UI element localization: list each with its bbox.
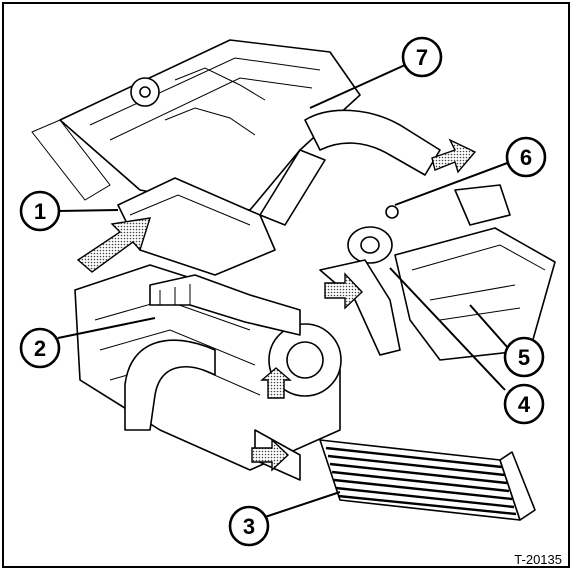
callout-6: 6 — [505, 136, 547, 178]
throttle-body — [319, 205, 401, 356]
leader-2 — [57, 317, 156, 339]
callout-6-label: 6 — [520, 145, 532, 170]
leader-4 — [389, 267, 506, 391]
callout-5-label: 5 — [518, 345, 530, 370]
leader-1 — [57, 209, 119, 212]
callout-2: 2 — [19, 327, 61, 369]
figure-reference-code: T-20135 — [514, 552, 562, 567]
callout-7: 7 — [401, 36, 443, 78]
airflow-arrow-icon — [260, 367, 292, 399]
callout-4: 4 — [503, 383, 545, 425]
figure-frame — [2, 2, 570, 568]
callout-4-label: 4 — [518, 392, 531, 417]
callout-1-label: 1 — [34, 199, 46, 224]
leader-lines — [57, 64, 511, 518]
callout-2-label: 2 — [34, 336, 46, 361]
callout-3: 3 — [228, 505, 270, 547]
leader-7 — [309, 64, 406, 109]
callout-3-label: 3 — [243, 514, 255, 539]
leader-6 — [394, 161, 511, 206]
leader-3 — [264, 491, 341, 518]
intercooler-fins — [325, 446, 517, 516]
air-filter-box — [394, 184, 556, 361]
airflow-arrow-icon — [251, 438, 290, 472]
upper-intake-hose — [259, 109, 441, 226]
leader-5 — [469, 304, 509, 349]
intercooler — [319, 439, 536, 521]
airflow-arrow-icon — [324, 272, 363, 310]
callout-1: 1 — [19, 190, 61, 232]
airflow-arrow-icon — [431, 138, 477, 174]
airflow-arrow-icon — [76, 217, 152, 273]
callout-5: 5 — [503, 336, 545, 378]
callout-7-label: 7 — [416, 45, 428, 70]
airflow-arrows — [76, 138, 477, 472]
